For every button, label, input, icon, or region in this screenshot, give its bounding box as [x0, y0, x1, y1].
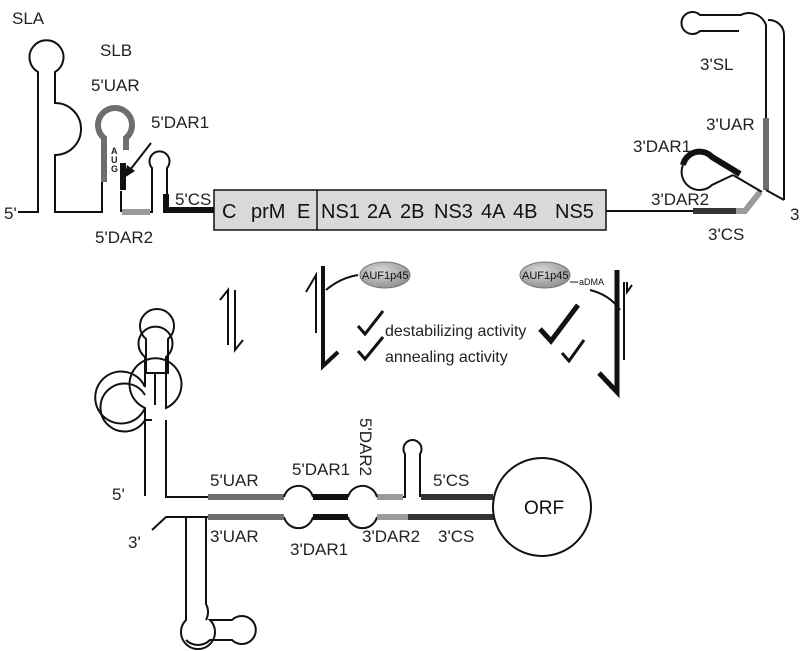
label-cs5: 5'CS — [175, 190, 211, 209]
segment-e: E — [297, 201, 310, 223]
label-five-end: 5' — [4, 204, 17, 223]
segment-c: C — [222, 201, 236, 223]
check-icon-right-2 — [560, 339, 586, 364]
aug-letter-a: A — [111, 146, 118, 156]
annealing-text: annealing activity — [385, 349, 508, 366]
bottom-label-cs5: 5'CS — [433, 471, 469, 490]
cs5-segment — [163, 194, 214, 213]
bottom-bulge-2 — [347, 484, 378, 530]
small-hairpin — [148, 150, 171, 213]
auf1-left-label: AUF1p45 — [362, 270, 408, 282]
right-thick-arrow — [597, 270, 620, 399]
check-icon-left-2 — [356, 336, 385, 362]
bottom-three-strand — [151, 516, 257, 651]
label-uar5: 5'UAR — [91, 76, 140, 95]
auf1-left-oval — [359, 261, 411, 289]
bottom-sla-stem-loop — [94, 325, 183, 496]
adma-label: aDMA — [579, 277, 604, 287]
left-thin-arrow — [305, 271, 317, 333]
equilibrium-section: AUF1p45 AUF1p45 aDMA destabilizing activ… — [219, 261, 633, 399]
bottom-five-strand — [165, 420, 208, 498]
dar1-3-loop — [680, 148, 742, 177]
sla-stem-loop — [18, 39, 100, 213]
cyclized-genome: ORF 5' 3' 5'UAR 5'DAR1 5'DAR2 5'CS 3'UAR… — [94, 308, 592, 651]
check-icon-right-1 — [538, 303, 580, 345]
check-icon-left-1 — [356, 310, 385, 337]
bottom-small-hairpin — [402, 439, 423, 498]
right-thin-head — [626, 282, 633, 296]
segment-4b: 4B — [513, 201, 537, 223]
dar1-3-connector — [732, 174, 763, 193]
label-dar2-5: 5'DAR2 — [95, 228, 153, 247]
dar2-3-segment — [736, 190, 763, 214]
bottom-sla-upper — [139, 308, 175, 405]
bottom-label-cs3: 3'CS — [438, 527, 474, 546]
segment-ns5: NS5 — [555, 201, 594, 223]
equilibrium-arrow-up — [219, 287, 229, 345]
label-sla: SLA — [12, 9, 45, 28]
bottom-label-dar1-5: 5'DAR1 — [292, 460, 350, 479]
sl3-bottom-link — [765, 189, 785, 201]
bottom-sla-bulge — [99, 382, 152, 433]
auf1-right-oval — [519, 261, 571, 289]
dar1-5-arrowhead — [124, 165, 135, 178]
segment-prm: prM — [251, 201, 285, 223]
bottom-bulge-1 — [283, 484, 314, 530]
uar5-hairpin — [95, 105, 135, 182]
aug-letter-u: U — [111, 155, 118, 165]
bottom-label-dar2-3: 3'DAR2 — [362, 527, 420, 546]
bottom-label-dar1-3: 3'DAR1 — [290, 540, 348, 559]
label-uar3: 3'UAR — [706, 115, 755, 134]
orf-circle — [492, 457, 592, 557]
label-three-end: 3' — [790, 205, 800, 224]
label-dar2-3: 3'DAR2 — [651, 190, 709, 209]
dar1-3-loop-thin — [680, 164, 734, 191]
right-curve — [589, 289, 621, 311]
bottom-label-three-end: 3' — [128, 533, 141, 552]
left-curve — [325, 274, 359, 291]
aug-letter-g: G — [111, 164, 118, 174]
segment-ns3: NS3 — [434, 201, 473, 223]
segment-4a: 4A — [481, 201, 506, 223]
left-thick-arrow — [321, 266, 340, 371]
auf1-right-label: AUF1p45 — [522, 270, 568, 282]
orf-label: ORF — [524, 498, 564, 519]
slb-base — [100, 182, 103, 213]
segment-ns1: NS1 — [321, 201, 360, 223]
label-cs3: 3'CS — [708, 225, 744, 244]
destabilizing-text: destabilizing activity — [385, 323, 526, 340]
bottom-label-uar3: 3'UAR — [210, 527, 259, 546]
sl3-right-strand — [767, 18, 786, 200]
bottom-label-uar5: 5'UAR — [210, 471, 259, 490]
label-dar1-5: 5'DAR1 — [151, 113, 209, 132]
equilibrium-arrow-down — [234, 290, 244, 353]
label-dar1-3: 3'DAR1 — [633, 137, 691, 156]
label-sl3: 3'SL — [700, 55, 734, 74]
segment-2b: 2B — [400, 201, 424, 223]
sl3-stem — [680, 11, 767, 118]
dar1-5-pointer — [129, 142, 152, 171]
segment-2a: 2A — [367, 201, 392, 223]
bottom-three-inner — [186, 516, 209, 621]
linear-genome: A U G C prM E NS1 2A 2B NS3 4A 4B NS5 — [4, 9, 800, 247]
bottom-label-dar2-5: 5'DAR2 — [356, 418, 375, 476]
label-slb: SLB — [100, 41, 132, 60]
bottom-label-five-end: 5' — [112, 485, 125, 504]
